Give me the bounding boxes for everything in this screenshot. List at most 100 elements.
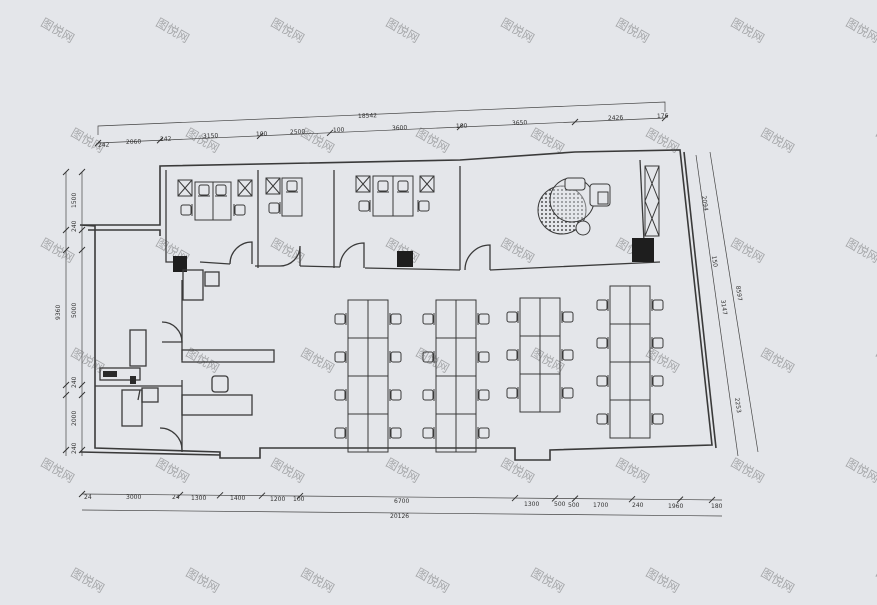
chair-icon bbox=[335, 351, 346, 363]
chair-icon bbox=[562, 387, 573, 399]
chair-icon bbox=[198, 185, 210, 196]
watermark-text: 图悦网 bbox=[874, 565, 877, 595]
dim-left-3: 5000 bbox=[71, 303, 78, 318]
watermark-text: 图悦网 bbox=[499, 235, 537, 265]
watermark-text: 图悦网 bbox=[529, 125, 567, 155]
workstation-desk bbox=[368, 414, 388, 452]
watermark-text: 图悦网 bbox=[499, 15, 537, 45]
dim-left-1: 1500 bbox=[71, 193, 78, 208]
chair-icon bbox=[390, 389, 401, 401]
chair-icon bbox=[597, 299, 608, 311]
workstation-desk bbox=[630, 400, 650, 438]
watermark-text: 图悦网 bbox=[614, 15, 652, 45]
dim-bottom-7: 100 bbox=[293, 496, 305, 503]
dim-bottom-10: 500 bbox=[554, 501, 566, 508]
workstation-desk bbox=[368, 300, 388, 338]
dim-top-total: 18542 bbox=[358, 112, 378, 120]
chair-icon bbox=[478, 427, 489, 439]
chair-seat bbox=[653, 338, 663, 348]
dim-top-9: 100 bbox=[456, 123, 468, 130]
chair-icon bbox=[507, 311, 518, 323]
dim-bottom-total: 20126 bbox=[390, 513, 409, 520]
chair-icon bbox=[562, 311, 573, 323]
chair-seat bbox=[391, 352, 401, 362]
workstation-desk bbox=[540, 298, 560, 336]
dim-bottom-8: 6700 bbox=[394, 498, 409, 505]
dim-bottom-6: 1200 bbox=[270, 496, 285, 503]
chair-seat bbox=[479, 390, 489, 400]
watermark-text: 图悦网 bbox=[414, 565, 452, 595]
dim-left-total: 9360 bbox=[55, 305, 62, 320]
chair-seat bbox=[391, 314, 401, 324]
chair-seat bbox=[423, 390, 433, 400]
watermark-text: 图悦网 bbox=[729, 455, 767, 485]
chair-seat bbox=[423, 314, 433, 324]
workstation-desk bbox=[610, 362, 630, 400]
chair-seat bbox=[216, 185, 226, 195]
outer-walls bbox=[80, 150, 716, 460]
office-chairs bbox=[181, 181, 429, 216]
workstation-desk bbox=[456, 300, 476, 338]
lounge-area bbox=[538, 178, 610, 235]
chair-icon bbox=[652, 299, 663, 311]
chair-seat bbox=[563, 312, 573, 322]
dim-bottom-12: 1700 bbox=[593, 502, 608, 509]
dim-bottom-4: 1300 bbox=[191, 495, 206, 502]
watermark-text: 图悦网 bbox=[874, 345, 877, 375]
chair-seat bbox=[563, 388, 573, 398]
workstation-desk bbox=[610, 324, 630, 362]
chair-icon bbox=[423, 427, 434, 439]
watermark-text: 图悦网 bbox=[529, 345, 567, 375]
watermark-text: 图悦网 bbox=[414, 125, 452, 155]
workstation-desk bbox=[610, 286, 630, 324]
workstation-desk bbox=[436, 300, 456, 338]
watermark-text: 图悦网 bbox=[269, 15, 307, 45]
chair-seat bbox=[398, 181, 408, 191]
watermark-text: 图悦网 bbox=[39, 15, 77, 45]
dim-bottom-1: 24 bbox=[84, 494, 92, 501]
watermark-text: 图悦网 bbox=[269, 235, 307, 265]
chair-seat bbox=[335, 352, 345, 362]
chair-icon bbox=[397, 181, 409, 192]
chair-seat bbox=[287, 181, 297, 191]
chair-icon bbox=[335, 313, 346, 325]
chair-icon bbox=[335, 389, 346, 401]
chair-seat bbox=[597, 414, 607, 424]
dim-top-7: 100 bbox=[333, 127, 345, 134]
chair-seat bbox=[235, 205, 245, 215]
chair-seat bbox=[479, 352, 489, 362]
chair-seat bbox=[181, 205, 191, 215]
dim-top-4: 3150 bbox=[203, 132, 219, 140]
watermark-text: 图悦网 bbox=[729, 15, 767, 45]
chair-seat bbox=[391, 428, 401, 438]
watermark-text: 图悦网 bbox=[384, 15, 422, 45]
watermark-text: 图悦网 bbox=[644, 345, 682, 375]
chair-icon bbox=[652, 375, 663, 387]
dim-bottom-2: 3000 bbox=[126, 494, 141, 501]
chair-seat bbox=[597, 300, 607, 310]
watermark-text: 图悦网 bbox=[299, 345, 337, 375]
chair-seat bbox=[597, 338, 607, 348]
chair-seat bbox=[199, 185, 209, 195]
chair-icon bbox=[652, 413, 663, 425]
dim-bottom-15: 180 bbox=[711, 503, 723, 510]
watermark-text: 图悦网 bbox=[844, 15, 877, 45]
chair-icon bbox=[390, 313, 401, 325]
workstation-desk bbox=[540, 374, 560, 412]
chair-seat bbox=[597, 376, 607, 386]
chair-icon bbox=[335, 427, 346, 439]
watermark-text: 图悦网 bbox=[39, 455, 77, 485]
dim-top-12: 176 bbox=[657, 113, 669, 120]
chair-seat bbox=[653, 414, 663, 424]
chair-icon bbox=[478, 351, 489, 363]
chair-icon bbox=[597, 413, 608, 425]
watermark-text: 图悦网 bbox=[644, 565, 682, 595]
chair-icon bbox=[181, 204, 192, 216]
dim-top-2: 2060 bbox=[126, 138, 142, 146]
watermark-text: 图悦网 bbox=[269, 455, 307, 485]
watermark-text: 图悦网 bbox=[184, 565, 222, 595]
chair-icon bbox=[359, 200, 370, 212]
watermark-text: 图悦网 bbox=[384, 455, 422, 485]
